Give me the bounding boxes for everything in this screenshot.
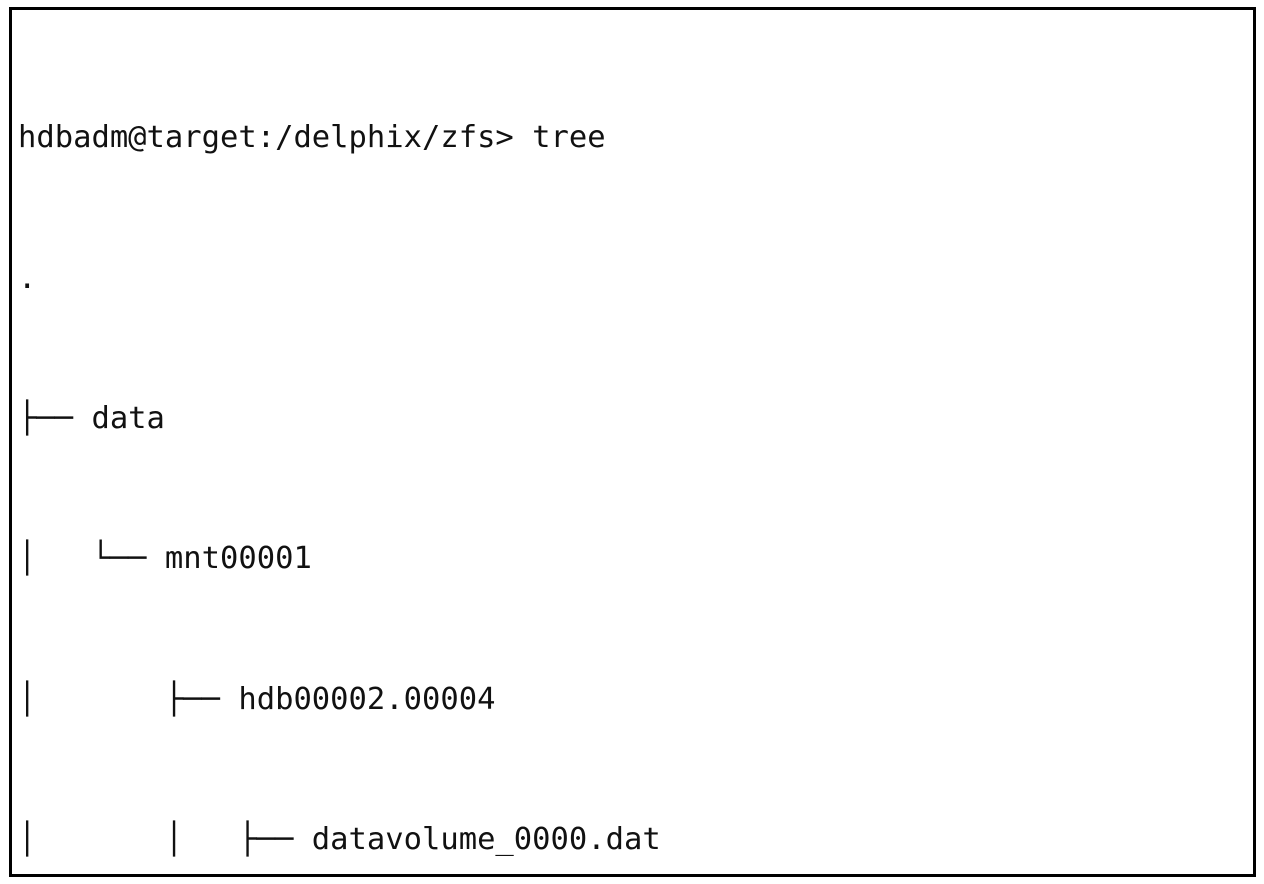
prompt-command-line: hdbadm@target:/delphix/zfs> tree: [18, 120, 606, 156]
tree-line-data-mnt00001: │ └── mnt00001: [18, 541, 312, 577]
tree-line-data-hdb00002-datavolume: │ │ ├── datavolume_0000.dat: [18, 822, 661, 858]
tree-line-root: .: [18, 260, 37, 296]
terminal-window: hdbadm@target:/delphix/zfs> tree . ├── d…: [9, 7, 1256, 877]
tree-line-data: ├── data: [18, 401, 165, 437]
terminal-output-area[interactable]: hdbadm@target:/delphix/zfs> tree . ├── d…: [18, 15, 1253, 874]
tree-line-data-hdb00002: │ ├── hdb00002.00004: [18, 681, 496, 717]
